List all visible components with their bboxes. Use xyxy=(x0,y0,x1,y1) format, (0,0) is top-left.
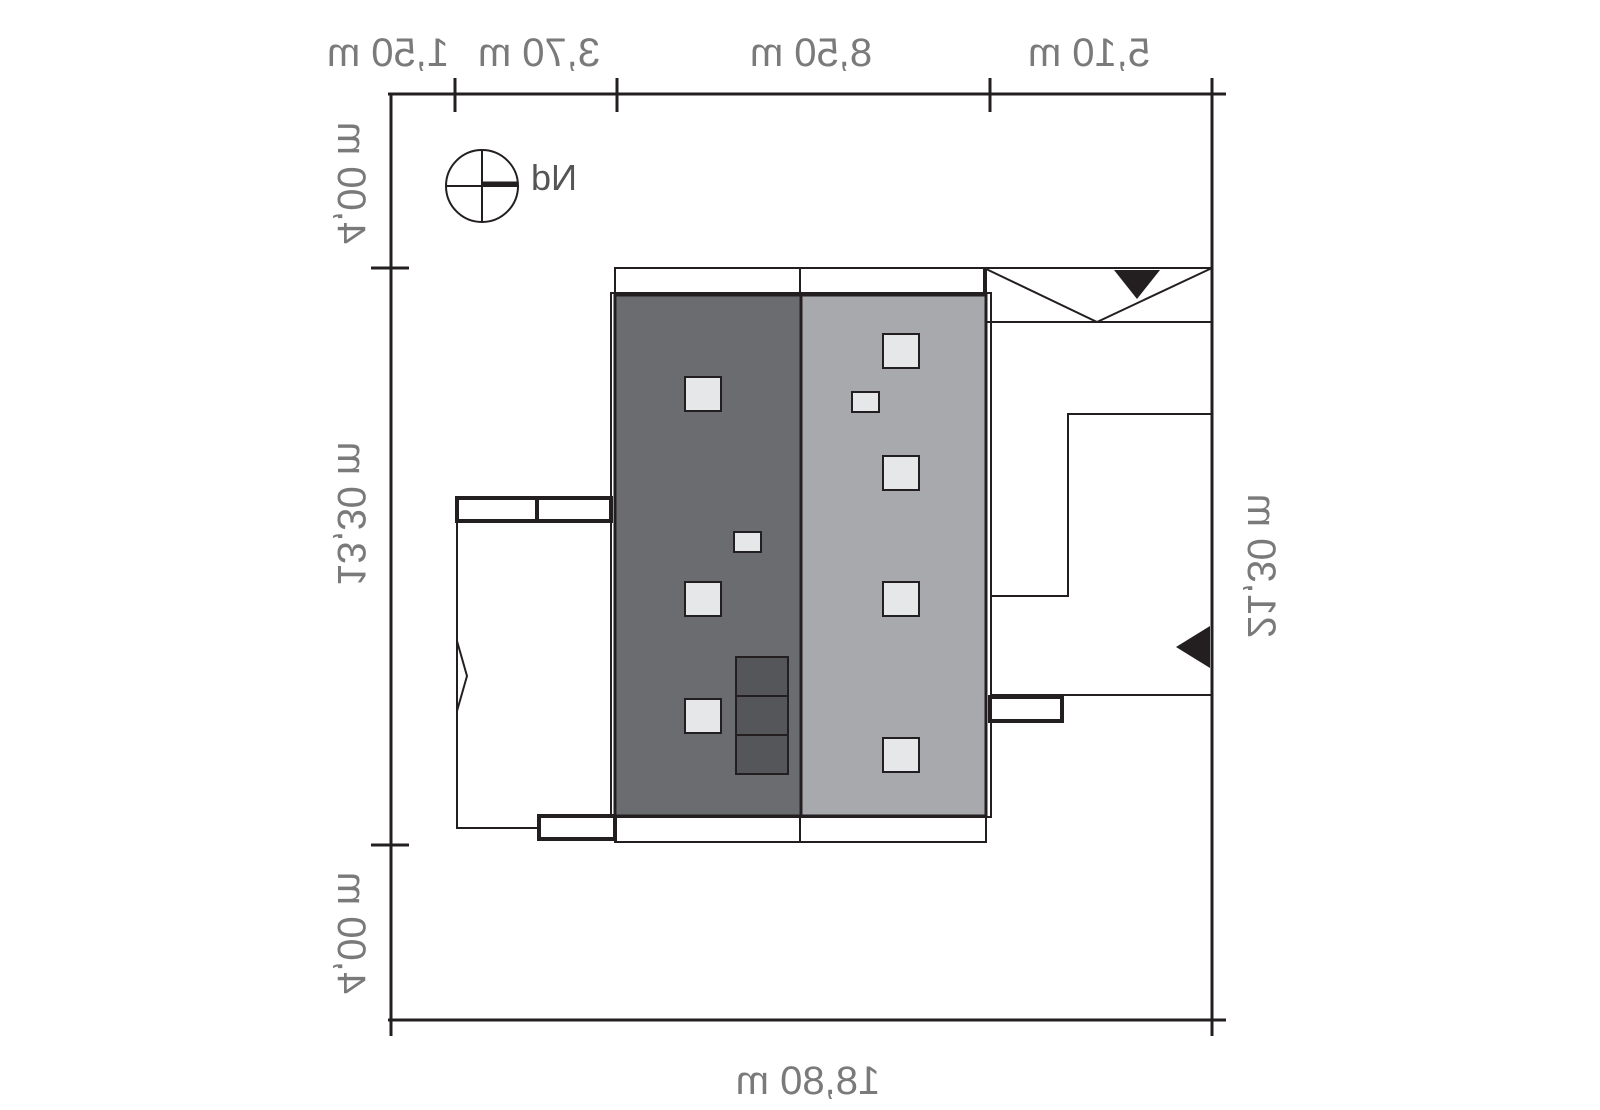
dimension-right: 21,30 m xyxy=(1239,494,1283,639)
dimension-lines xyxy=(371,78,1226,1036)
north-arrow-icon xyxy=(445,149,519,223)
skylight xyxy=(684,376,722,412)
skylight xyxy=(882,455,920,491)
skylight xyxy=(851,391,880,413)
entrance-arrow-top xyxy=(1114,270,1160,299)
dimension-top-2: 3,70 m xyxy=(478,31,600,75)
skylight xyxy=(684,581,722,617)
driveway-outline xyxy=(983,267,1213,696)
dimension-top-1: 1,50 m xyxy=(327,31,449,75)
entrance-arrow-right xyxy=(1176,626,1210,668)
skylight xyxy=(733,531,762,553)
terrace-outline xyxy=(456,520,611,829)
skylight xyxy=(882,581,920,617)
dimension-left-2: 13,30 m xyxy=(329,442,373,587)
terrace-step-top xyxy=(455,496,613,523)
dimension-bottom: 18,80 m xyxy=(736,1059,881,1103)
skylight xyxy=(882,737,920,773)
dimension-left-3: 4,00 m xyxy=(329,872,373,994)
dimension-top-3: 8,50 m xyxy=(750,31,872,75)
dimension-top-4: 5,10 m xyxy=(1028,31,1150,75)
step-right xyxy=(988,695,1064,723)
skylight xyxy=(684,698,722,734)
skylight xyxy=(882,333,920,369)
roof-right-slope xyxy=(799,293,988,818)
dimension-left-1: 4,00 m xyxy=(329,122,373,244)
north-label: Nd xyxy=(531,157,577,198)
chimney xyxy=(735,656,789,775)
skylights xyxy=(684,333,920,773)
terrace-step-bottom xyxy=(537,814,617,841)
